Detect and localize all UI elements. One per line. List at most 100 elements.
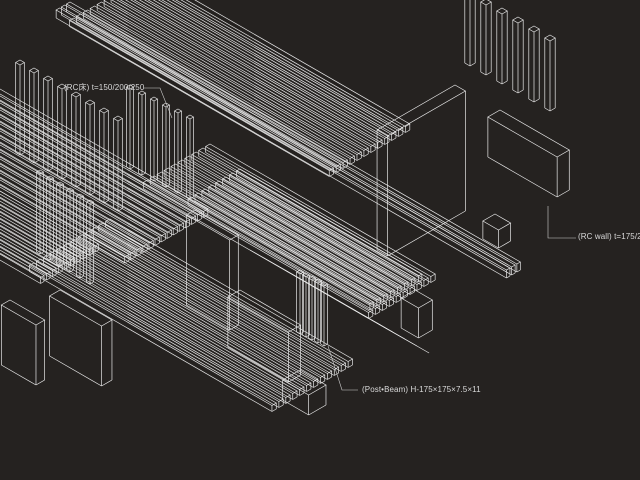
mid-floor-joist-top (142, 179, 374, 313)
far-left-joist-base (0, 224, 72, 267)
mid-floor-joist-base (430, 279, 436, 283)
mid-floor-secondary-base (376, 303, 381, 307)
upper-floor-joist-base (391, 137, 397, 141)
rc-wall-block-top (487, 109, 570, 158)
upper-post-base (533, 98, 540, 103)
footing-base (400, 327, 419, 339)
far-left-post-base (49, 257, 54, 261)
left-post-top (42, 75, 54, 82)
mid-floor-joist-base (382, 307, 387, 311)
far-left-joist-base (94, 249, 99, 253)
lower-floor-joist-base (299, 392, 305, 396)
far-left-post-base (89, 281, 94, 285)
mid-floor-joist-top (198, 147, 429, 281)
mid-floor-joist-base (163, 176, 390, 307)
lower-post-base (305, 334, 310, 338)
far-left-post-base (59, 263, 64, 267)
far-left-post-base (86, 281, 91, 285)
upper-post-base (528, 98, 535, 103)
lower-floor-joist-base (313, 384, 319, 388)
upper-floor-joist-top (144, 0, 390, 139)
upper-floor-joist-base (398, 133, 404, 137)
far-left-post-base (39, 251, 44, 255)
left-post-top (84, 99, 96, 106)
left-post-base (47, 168, 53, 172)
left-post-base (99, 200, 105, 204)
left-floor-joist-base (179, 228, 184, 232)
lower-post-base (320, 343, 325, 347)
left-post-top (112, 115, 124, 122)
mid-floor-joist-base (416, 287, 422, 291)
left-post-base (43, 168, 49, 172)
left-floor-joist-base (0, 127, 180, 232)
main-girder-base (511, 272, 516, 276)
mid-floor-joist-top (156, 171, 388, 305)
lower-wall-base (229, 324, 239, 331)
mid-floor-secondary-base (397, 291, 402, 295)
far-left-joist-base (0, 217, 78, 263)
lower-floor-joist-top (63, 242, 312, 386)
mid-floor-secondary-base (390, 295, 395, 299)
upper-floor-joist-base (342, 165, 348, 169)
far-left-post-base (76, 275, 81, 279)
upper-post-top (528, 25, 540, 33)
footing-base (482, 238, 499, 249)
left-floor-joist-base (166, 235, 172, 239)
mid-floor-secondary-base (201, 196, 384, 303)
mid-floor-secondary-base (194, 200, 378, 307)
left-floor-joist-base (0, 176, 138, 257)
frame-lines (0, 0, 570, 416)
leader-post-beam (327, 345, 358, 391)
upper-post-top (480, 0, 492, 6)
left-post-base (29, 160, 35, 164)
upper-floor-joist-base (336, 169, 341, 173)
far-left-joist-base (0, 196, 96, 253)
mid-post-top (185, 114, 195, 120)
upper-floor-joist-base (349, 161, 355, 165)
upper-post-base (480, 71, 487, 76)
mid-floor-joist-top (163, 167, 395, 301)
left-floor-joist-base (142, 249, 148, 253)
far-left-post-base (79, 275, 84, 279)
lower-wall-base (186, 304, 230, 331)
far-left-joist-base (0, 245, 53, 277)
mid-post-base (162, 184, 167, 188)
mid-floor-secondary-base (411, 283, 416, 287)
upper-floor-joist-base (405, 129, 410, 133)
left-floor-joist-base (191, 221, 196, 225)
lower-floor-joist-base (306, 388, 312, 392)
upper-post-base (496, 80, 503, 85)
footing-base (282, 399, 309, 416)
mid-floor-secondary-base (215, 188, 398, 295)
lower-wall-base (288, 374, 301, 383)
upper-floor-joist-base (83, 18, 344, 169)
left-floor-joist-base (0, 162, 150, 250)
upper-floor-joist-base (103, 6, 365, 157)
left-floor-joist-base (197, 218, 202, 222)
lower-floor-joist-base (292, 396, 298, 400)
lower-floor-joist-base (36, 267, 280, 408)
mid-post-base (129, 166, 134, 170)
far-left-post-base (69, 269, 74, 273)
footing-base (418, 329, 433, 339)
lower-floor-joist-base (327, 376, 332, 380)
mid-floor-joist-base (156, 180, 383, 311)
upper-post-base (464, 62, 471, 67)
upper-floor-joist-base (119, 0, 378, 149)
far-left-wall-base (35, 379, 45, 386)
lower-floor-joist-base (278, 404, 284, 408)
lower-floor-joist-top (28, 262, 277, 406)
lower-floor-joist-base (285, 400, 291, 404)
far-left-post-base (36, 251, 41, 255)
mid-floor-secondary-base (383, 299, 388, 303)
upper-post-base (469, 62, 476, 67)
left-post-base (61, 176, 67, 180)
mid-floor-secondary-base (404, 287, 409, 291)
rc-wall-annotation: (RC wall) t=175/2 (578, 232, 640, 241)
upper-floor-joist-base (329, 173, 334, 177)
leader-rc-floor (144, 87, 173, 119)
left-post-top (28, 67, 40, 74)
upper-floor-joist-base (384, 141, 390, 145)
mid-floor-joist-top (170, 163, 402, 297)
